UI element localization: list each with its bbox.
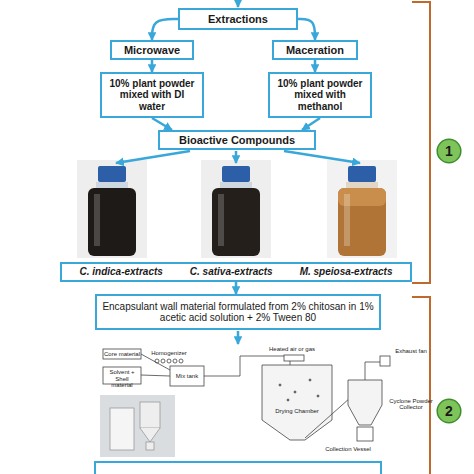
graphic-part — [348, 166, 376, 182]
method-box: Maceration — [272, 40, 358, 60]
bottle-photos — [77, 160, 397, 258]
graphic-part — [161, 359, 165, 363]
stage-number: 2 — [436, 398, 462, 424]
process-arrow — [237, 331, 240, 344]
flow-arrow — [298, 19, 315, 40]
graphic-part — [201, 160, 271, 258]
flow-arrow — [302, 118, 320, 130]
graphic-part — [235, 151, 238, 163]
flow-arrow — [152, 19, 178, 40]
part-label: Homogenizer — [146, 350, 192, 356]
graphic-part — [309, 379, 311, 381]
graphic-part — [141, 354, 170, 370]
node-text: 1 — [445, 143, 453, 159]
flow-arrow — [151, 60, 154, 72]
stage-number: 1 — [436, 138, 462, 164]
part-label: Cyclone Powder Collector — [386, 398, 436, 411]
graphic-part — [103, 349, 141, 359]
graphic-part — [218, 194, 224, 246]
graphic-part — [305, 398, 350, 438]
graphic-part — [167, 359, 171, 363]
flow-arrow — [152, 118, 172, 130]
node-text: Microwave — [124, 44, 180, 57]
graphic-part — [279, 384, 281, 386]
graphic-part — [100, 395, 175, 457]
graphic-part — [222, 166, 250, 182]
part-label: Shell material — [104, 376, 140, 389]
graphic-part — [380, 356, 390, 366]
node-text: 10% plant powder mixed with methanol — [274, 78, 366, 113]
graphic-part — [94, 194, 100, 246]
incoming-arrow — [237, 0, 240, 7]
graphic-part — [88, 188, 136, 256]
part-label: Drying Chamber — [266, 408, 328, 414]
part-label: Exhaust fan — [391, 348, 431, 354]
extract-bar: C. indica-extracts C. sativa-extracts M. s… — [60, 262, 412, 282]
graphic-part — [140, 402, 160, 428]
graphic-part — [294, 391, 296, 393]
graphic-part — [170, 366, 204, 386]
graphic-part — [110, 408, 134, 450]
circle-shape — [437, 139, 461, 163]
process-box: 10% plant powder mixed with DI water — [100, 72, 204, 118]
graphic-part — [179, 359, 183, 363]
graphic-part — [287, 399, 289, 401]
process-box: Bioactive Compounds — [158, 130, 316, 150]
graphic-part — [98, 166, 126, 182]
graphic-part — [212, 188, 260, 256]
graphic-part — [365, 362, 380, 380]
spray-dryer-photo — [100, 395, 175, 457]
graphic-part — [348, 380, 382, 425]
graphic-part — [284, 151, 360, 163]
graphic-part — [77, 160, 147, 258]
process-box: Extractions — [178, 8, 298, 30]
graphic-part — [141, 375, 170, 376]
node-text: Extractions — [208, 13, 268, 26]
graphic-part — [140, 428, 160, 442]
stage-bracket — [412, 297, 430, 474]
part-label: Heated air or gas — [262, 346, 322, 352]
graphic-part — [155, 359, 159, 363]
graphic-part — [344, 194, 350, 246]
graphic-part — [96, 182, 128, 188]
graphic-part — [220, 182, 252, 188]
node-text: M. speiosa-extracts — [300, 266, 393, 278]
process-box: 10% plant powder mixed with methanol — [268, 72, 372, 118]
method-box: Microwave — [110, 40, 194, 60]
graphic-part — [284, 355, 304, 361]
bottle-arrows — [116, 151, 360, 163]
graphic-part — [327, 160, 397, 258]
graphic-part — [357, 427, 373, 441]
circle-shape — [437, 399, 461, 423]
stage-bracket — [412, 2, 430, 283]
graphic-part — [173, 359, 177, 363]
node-text: Encapsulant wall material formulated fro… — [101, 301, 375, 324]
graphic-part — [146, 442, 154, 450]
part-label: Core material — [104, 351, 140, 357]
process-box: Encapsulant wall material formulated fro… — [95, 294, 381, 330]
node-text: Maceration — [286, 44, 344, 57]
graphic-part — [317, 395, 319, 397]
process-box-cut — [95, 462, 381, 474]
flow-arrow — [314, 60, 317, 72]
graphic-part — [262, 365, 332, 440]
flow-arrow — [235, 282, 238, 294]
graphic-part — [338, 188, 386, 256]
graphic-part — [116, 151, 190, 163]
node-text: C. indica-extracts — [79, 266, 162, 278]
part-label: Mix tank — [171, 373, 203, 379]
graphic-part — [346, 182, 378, 188]
node-text: C. sativa-extracts — [190, 266, 273, 278]
part-label: Collection Vessel — [318, 446, 378, 452]
node-text: 10% plant powder mixed with DI water — [106, 78, 198, 113]
part-label: Solvent + — [104, 369, 140, 375]
node-text: 2 — [445, 403, 453, 419]
node-text: Bioactive Compounds — [179, 134, 295, 147]
